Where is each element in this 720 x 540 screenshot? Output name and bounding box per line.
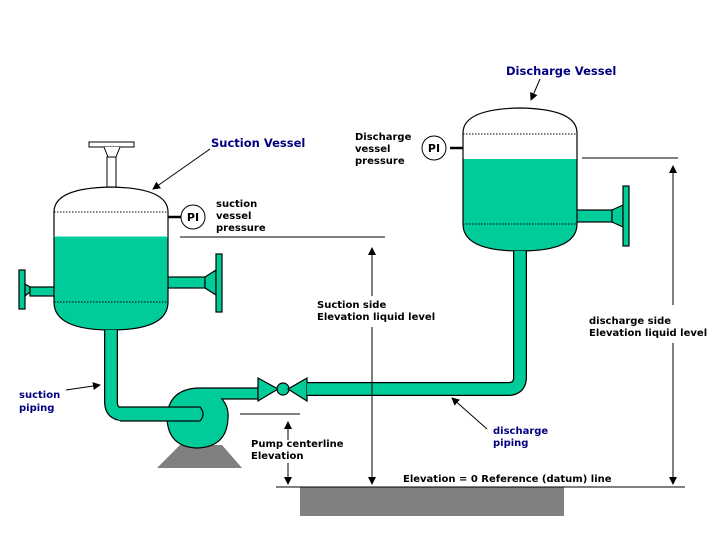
pump-centerline-label-1: Pump centerline <box>251 439 344 450</box>
discharge-piping-label-1: discharge <box>493 426 548 437</box>
suction-piping-label-1: suction <box>19 390 60 401</box>
suction-pressure-label-3: pressure <box>216 223 266 234</box>
suction-side-label-2: Elevation liquid level <box>317 312 435 323</box>
suction-piping-label-2: piping <box>19 403 54 414</box>
discharge-side-label-2: Elevation liquid level <box>589 328 707 339</box>
discharge-vessel: PI <box>421 107 630 252</box>
suction-pi-label: PI <box>187 211 199 224</box>
suction-pressure-label-2: vessel <box>216 211 251 222</box>
suction-vessel-label: Suction Vessel <box>211 136 305 150</box>
pump-centerline-label-2: Elevation <box>251 451 304 462</box>
centrifugal-pump-icon <box>118 387 259 468</box>
pressure-indicator-icon <box>421 135 447 161</box>
suction-left-flange <box>18 269 26 310</box>
discharge-side-label-1: discharge side <box>589 316 671 327</box>
pressure-indicator-icon <box>180 204 206 230</box>
discharge-pressure-label-3: pressure <box>355 156 405 167</box>
discharge-pressure-label-1: Discharge <box>355 132 412 143</box>
suction-vessel: PI <box>18 141 223 331</box>
discharge-pipe <box>307 251 526 395</box>
discharge-right-flange <box>622 185 630 247</box>
suction-right-flange <box>215 253 223 313</box>
discharge-pi-label: PI <box>428 142 440 155</box>
arrow-icon <box>152 148 211 190</box>
arrow-icon <box>65 382 101 391</box>
arrow-icon <box>530 78 541 101</box>
arrow-icon <box>451 397 488 430</box>
datum-label: Elevation = 0 Reference (datum) line <box>403 474 612 485</box>
gate-valve-icon <box>257 376 308 403</box>
ground-slab <box>300 487 564 516</box>
suction-side-label-1: Suction side <box>317 300 386 311</box>
discharge-vessel-label: Discharge Vessel <box>506 64 616 78</box>
discharge-pressure-label-2: vessel <box>355 144 390 155</box>
discharge-piping-label-2: piping <box>493 438 528 449</box>
suction-vessel-manway-flange <box>88 141 135 148</box>
suction-pressure-label-1: suction <box>216 199 257 210</box>
